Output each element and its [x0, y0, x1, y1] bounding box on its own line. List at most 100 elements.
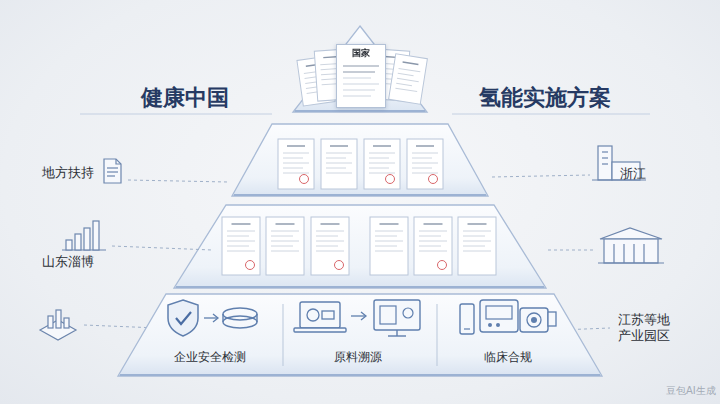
pyramid-tier: [232, 124, 488, 196]
art-circle: [429, 175, 438, 184]
art-line: [373, 145, 391, 146]
art-line: [412, 173, 438, 174]
art-rect: [311, 217, 349, 275]
art-rect: [56, 310, 61, 328]
art-circle: [438, 261, 447, 270]
art-line: [271, 251, 299, 252]
art-line: [396, 83, 412, 86]
art-line: [283, 163, 309, 164]
art-line: [437, 304, 438, 366]
heading-underline: [80, 113, 272, 114]
art-rect: [374, 300, 420, 330]
pyramid-apex: [293, 26, 427, 112]
art-line: [107, 175, 115, 176]
art-line: [271, 246, 293, 247]
art-line: [613, 244, 614, 263]
document-page: [321, 139, 357, 189]
art-line: [283, 153, 309, 154]
tier-edge: [295, 110, 425, 112]
tier-edge: [234, 194, 486, 196]
art-line: [316, 241, 344, 242]
side-heading: 氢能实施方案: [479, 84, 611, 112]
art-line: [351, 315, 365, 316]
art-line: [412, 163, 438, 164]
art-line: [548, 250, 596, 251]
art-line: [316, 236, 338, 237]
side-heading: 健康中国: [141, 84, 229, 112]
art-line: [416, 145, 434, 146]
art-ellipse: [223, 316, 257, 328]
art-line: [396, 330, 397, 336]
document-text-line: [343, 72, 375, 73]
art-line: [326, 158, 346, 159]
art-line: [412, 153, 438, 154]
art-line: [388, 335, 406, 336]
document-page: [278, 139, 314, 189]
art-line: [227, 241, 255, 242]
art-line: [398, 73, 414, 76]
art-rect: [370, 217, 408, 275]
art-line: [326, 168, 346, 169]
art-rect: [414, 217, 452, 275]
art-rect: [93, 221, 99, 250]
document-page: [414, 217, 452, 275]
art-line: [369, 168, 389, 169]
art-line: [316, 246, 338, 247]
art-rect: [407, 139, 443, 189]
art-line: [204, 317, 217, 318]
art-line: [463, 231, 491, 232]
art-line: [369, 163, 395, 164]
art-rect: [598, 146, 612, 180]
document-text-line: [343, 96, 371, 97]
side-label: 山东淄博: [42, 254, 94, 270]
art-line: [623, 244, 624, 263]
tier-icons: [168, 300, 556, 366]
art-line: [271, 236, 293, 237]
art-line: [375, 251, 403, 252]
art-rect: [389, 54, 428, 104]
art-line: [283, 173, 309, 174]
art-rect: [321, 139, 357, 189]
side-label: 江苏等地 产业园区: [614, 312, 674, 345]
art-circle: [300, 175, 309, 184]
heading-underline: [452, 113, 650, 114]
art-line: [369, 173, 395, 174]
art-line: [403, 62, 419, 65]
art-path: [116, 159, 121, 164]
tier-label: 企业安全检测: [174, 350, 246, 364]
document-text-line: [343, 78, 371, 79]
art-line: [633, 244, 634, 263]
tier-edge: [176, 286, 544, 288]
art-line: [227, 231, 255, 232]
art-circle: [527, 313, 541, 327]
art-line: [326, 173, 352, 174]
art-line: [107, 171, 118, 172]
art-line: [419, 236, 441, 237]
art-path: [600, 228, 662, 239]
art-line: [602, 163, 608, 164]
art-line: [271, 241, 299, 242]
document-card: 国家: [336, 44, 386, 108]
art-line: [419, 251, 447, 252]
art-rect: [64, 318, 69, 328]
art-rect: [460, 304, 474, 334]
art-line: [107, 167, 118, 168]
watermark: 豆包AI生成: [666, 385, 716, 398]
art-line: [369, 153, 395, 154]
art-line: [492, 175, 590, 177]
art-line: [128, 180, 228, 182]
art-line: [412, 168, 432, 169]
document-page: [222, 217, 260, 275]
art-line: [375, 231, 403, 232]
art-rect: [480, 300, 518, 332]
art-line: [464, 328, 470, 329]
art-path: [213, 314, 218, 322]
art-line: [419, 246, 441, 247]
art-line: [399, 68, 421, 71]
art-line: [643, 244, 644, 263]
art-rect: [364, 139, 400, 189]
document-page: [370, 217, 408, 275]
art-line: [316, 231, 344, 232]
art-line: [112, 246, 212, 250]
